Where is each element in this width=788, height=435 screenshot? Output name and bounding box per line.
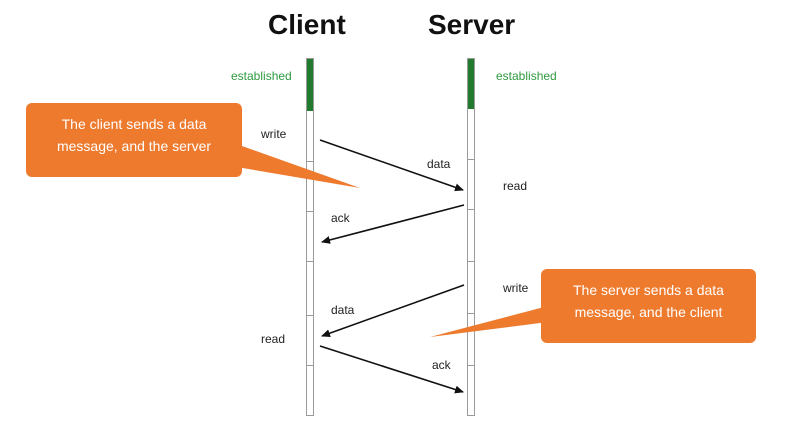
data-arrow-client-to-server bbox=[319, 139, 464, 192]
client-read-label: read bbox=[261, 332, 286, 346]
message-label-ack: ack bbox=[331, 211, 350, 225]
ack-arrow-client-to-server bbox=[319, 345, 464, 394]
client-timeline bbox=[306, 58, 314, 416]
client-callout: The client sends a data message, and the… bbox=[26, 103, 242, 177]
server-timeline-tick bbox=[467, 261, 475, 262]
message-label-data: data bbox=[331, 303, 355, 317]
client-title: Client bbox=[268, 9, 346, 40]
data-arrow-server-to-client bbox=[321, 284, 465, 338]
server-title: Server bbox=[428, 9, 516, 40]
server-callout-pointer bbox=[430, 306, 548, 337]
message-label-ack: ack bbox=[432, 358, 451, 372]
server-timeline-tick bbox=[467, 159, 475, 160]
server-callout: The server sends a data message, and the… bbox=[541, 269, 756, 343]
server-state-label: established bbox=[496, 69, 557, 83]
server-callout-line2: message, and the client bbox=[574, 304, 723, 320]
client-timeline-tick bbox=[306, 365, 314, 366]
server-callout-line1: The server sends a data bbox=[573, 282, 724, 298]
client-callout-pointer bbox=[225, 140, 360, 188]
server-timeline-tick bbox=[467, 365, 475, 366]
client-callout-line1: The client sends a data bbox=[61, 116, 207, 132]
client-established-segment bbox=[307, 59, 313, 111]
client-state-label: established bbox=[231, 69, 292, 83]
server-read-label: read bbox=[503, 179, 528, 193]
client-timeline-tick bbox=[306, 315, 314, 316]
server-write-label: write bbox=[503, 281, 529, 295]
server-timeline-tick bbox=[467, 313, 475, 314]
server-established-segment bbox=[468, 59, 474, 109]
client-callout-line2: message, and the server bbox=[56, 138, 212, 154]
client-write-label: write bbox=[261, 127, 287, 141]
client-timeline-tick bbox=[306, 211, 314, 212]
ack-arrow-server-to-client bbox=[321, 204, 465, 244]
server-timeline-tick bbox=[467, 209, 475, 210]
message-label-data: data bbox=[427, 157, 451, 171]
client-timeline-tick bbox=[306, 261, 314, 262]
server-timeline bbox=[467, 58, 475, 416]
client-timeline-tick bbox=[306, 161, 314, 162]
